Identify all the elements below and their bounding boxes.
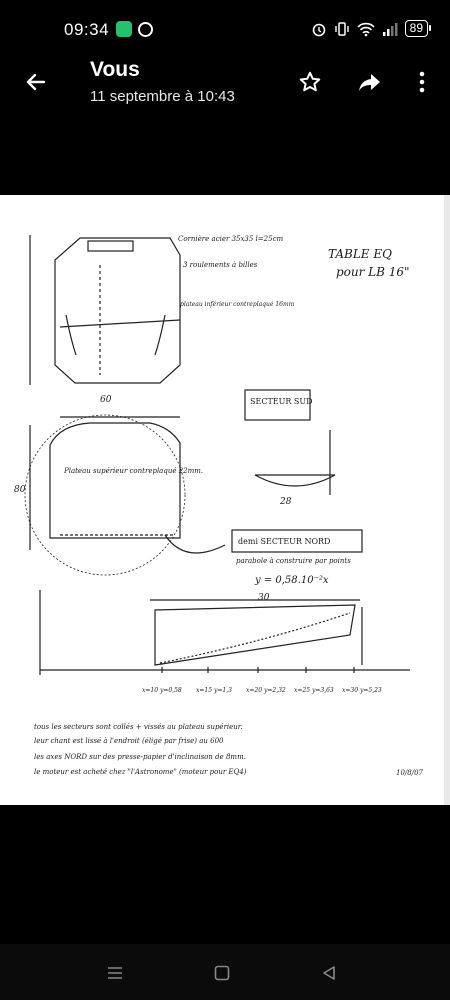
secteur-sud-label: SECTEUR SUD [250,397,313,406]
wifi-icon [357,22,375,36]
star-icon [299,71,321,92]
roulements-note: 3 roulements à billes [183,261,258,269]
home-icon [214,965,230,981]
sketch-title-line2: pour LB 16" [336,265,410,279]
dim-60: 60 [100,395,112,405]
back-nav-icon [323,966,335,980]
status-time: 09:34 [64,20,110,39]
forward-icon [359,74,380,91]
lower-plate-shape [54,237,181,384]
sent-timestamp: 11 septembre à 10:43 [90,88,235,105]
arrow-left-icon [26,73,46,91]
secteur-sud-box [244,389,311,421]
attached-image[interactable]: TABLE EQ pour LB 16" Cornière acier 35x3… [0,195,450,805]
whatsapp-icon [116,21,132,37]
secteur-sud-shape [254,474,336,487]
graph-point-4: x=25 y=3,63 [294,687,334,694]
back-nav-button[interactable] [314,958,344,988]
status-bar: 09:34 89 [0,0,450,60]
sender-title: Vous [90,58,140,81]
recents-icon [108,967,122,979]
plateau-inferieur-note: plateau inférieur contreplaqué 16mm [180,301,295,308]
dim-80: 80 [14,485,26,495]
signal-icon [382,22,398,36]
note-line-2: leur chant est lissé à l'endroit (éligé … [34,737,224,745]
graph-point-3: x=20 y=2,32 [246,687,286,694]
page-edge [444,195,450,805]
graph-point-1: x=10 y=0,58 [142,687,182,694]
graph-point-2: x=15 y=1,3 [196,687,232,694]
upper-plate-shape [49,422,181,539]
star-button[interactable] [292,64,328,100]
graph-point-5: x=30 y=5,23 [342,687,382,694]
vibrate-icon [334,21,349,36]
recents-button[interactable] [100,958,130,988]
app-bar: Vous 11 septembre à 10:43 [0,50,450,116]
note-line-4: le moteur est acheté chez "l'Astronome" … [34,768,247,776]
upper-plate-circle [24,414,186,576]
note-line-3: les axes NORD sur des presse-papier d'in… [34,753,246,761]
system-nav-bar [0,944,450,1000]
sketch-title-line1: TABLE EQ [328,247,392,261]
parabole-note: parabole à construire par points [236,557,351,565]
sketch-drawing [24,235,410,675]
status-icons: 89 [311,20,432,37]
home-button[interactable] [207,958,237,988]
cornieres-note: Cornière acier 35x35 l=25cm [178,235,284,243]
alarm-icon [312,23,325,36]
demi-secteur-nord-box [231,529,363,553]
forward-button[interactable] [352,64,388,100]
plateau-superieur-note: Plateau supérieur contreplaqué 22mm. [64,467,204,475]
parabola-sector [154,604,356,666]
note-line-1: tous les secteurs sont collés + vissés a… [34,723,243,731]
dim-28: 28 [280,497,292,507]
more-vert-icon [419,71,425,93]
sync-icon [138,22,153,37]
formula: y = 0,58.10⁻²x [255,575,329,586]
demi-secteur-nord-label: demi SECTEUR NORD [238,537,331,546]
dim-30: 30 [258,593,270,603]
battery-icon: 89 [404,20,432,37]
more-options-button[interactable] [404,64,440,100]
back-button[interactable] [18,64,54,100]
sketch-date: 10/8/07 [396,769,423,777]
angle-bracket [87,240,134,252]
